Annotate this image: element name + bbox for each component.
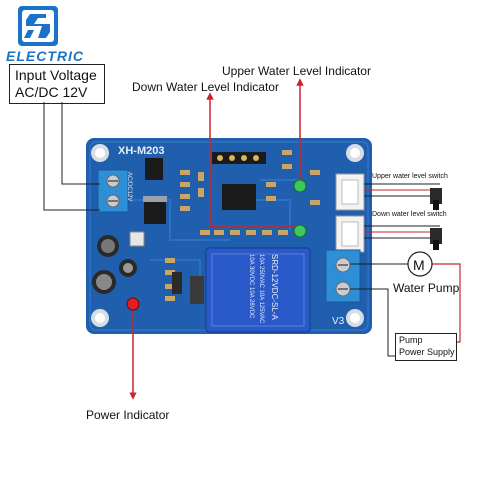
pump-supply-box: Pump Power Supply xyxy=(395,333,457,361)
bolt-s-icon xyxy=(18,6,58,46)
header-pins xyxy=(212,152,266,164)
upper-indicator-label: Upper Water Level Indicator xyxy=(222,64,371,78)
relay-text-1: SRD-12VDC-SL-A xyxy=(270,254,279,320)
relay-text-3: 10A 30VDC 10A 28VDC xyxy=(248,254,254,319)
input-terminal-label: AC/DC12V xyxy=(126,172,132,201)
down-indicator-label: Down Water Level Indicator xyxy=(132,80,279,94)
input-voltage-box: Input Voltage AC/DC 12V xyxy=(9,64,105,104)
down-switch-label: Down water level switch xyxy=(372,211,447,218)
float-switches xyxy=(430,188,442,250)
pump-supply-line1: Pump xyxy=(399,335,423,345)
mounting-holes xyxy=(91,144,364,327)
upper-switch-label: Upper water level switch xyxy=(372,173,448,180)
relay xyxy=(205,247,311,333)
power-indicator-label: Power Indicator xyxy=(86,408,170,422)
switch-connectors xyxy=(335,173,365,253)
motor-icon xyxy=(407,251,433,277)
input-voltage-line1: Input Voltage xyxy=(15,67,97,83)
input-terminal xyxy=(97,169,129,213)
water-pump-label: Water Pump xyxy=(393,281,460,295)
svg-text:M: M xyxy=(413,257,425,273)
down-led xyxy=(293,224,307,238)
power-led xyxy=(126,297,140,311)
brand-logo: ELECTRIC xyxy=(6,4,86,66)
output-terminal xyxy=(325,249,361,303)
regulator-chip xyxy=(145,158,163,180)
ic-chip xyxy=(222,184,256,210)
brand-name: ELECTRIC xyxy=(6,48,84,64)
upper-led xyxy=(293,179,307,193)
capacitors xyxy=(92,235,137,294)
input-voltage-line2: AC/DC 12V xyxy=(15,84,88,100)
u3-label: V3 xyxy=(332,316,345,327)
pump-supply-line2: Power Supply xyxy=(399,347,455,357)
regulator-chip-2 xyxy=(144,200,166,224)
board-model: XH-M203 xyxy=(118,145,164,157)
relay-text-2: 10A 250VAC 10A 125VAC xyxy=(258,254,264,324)
